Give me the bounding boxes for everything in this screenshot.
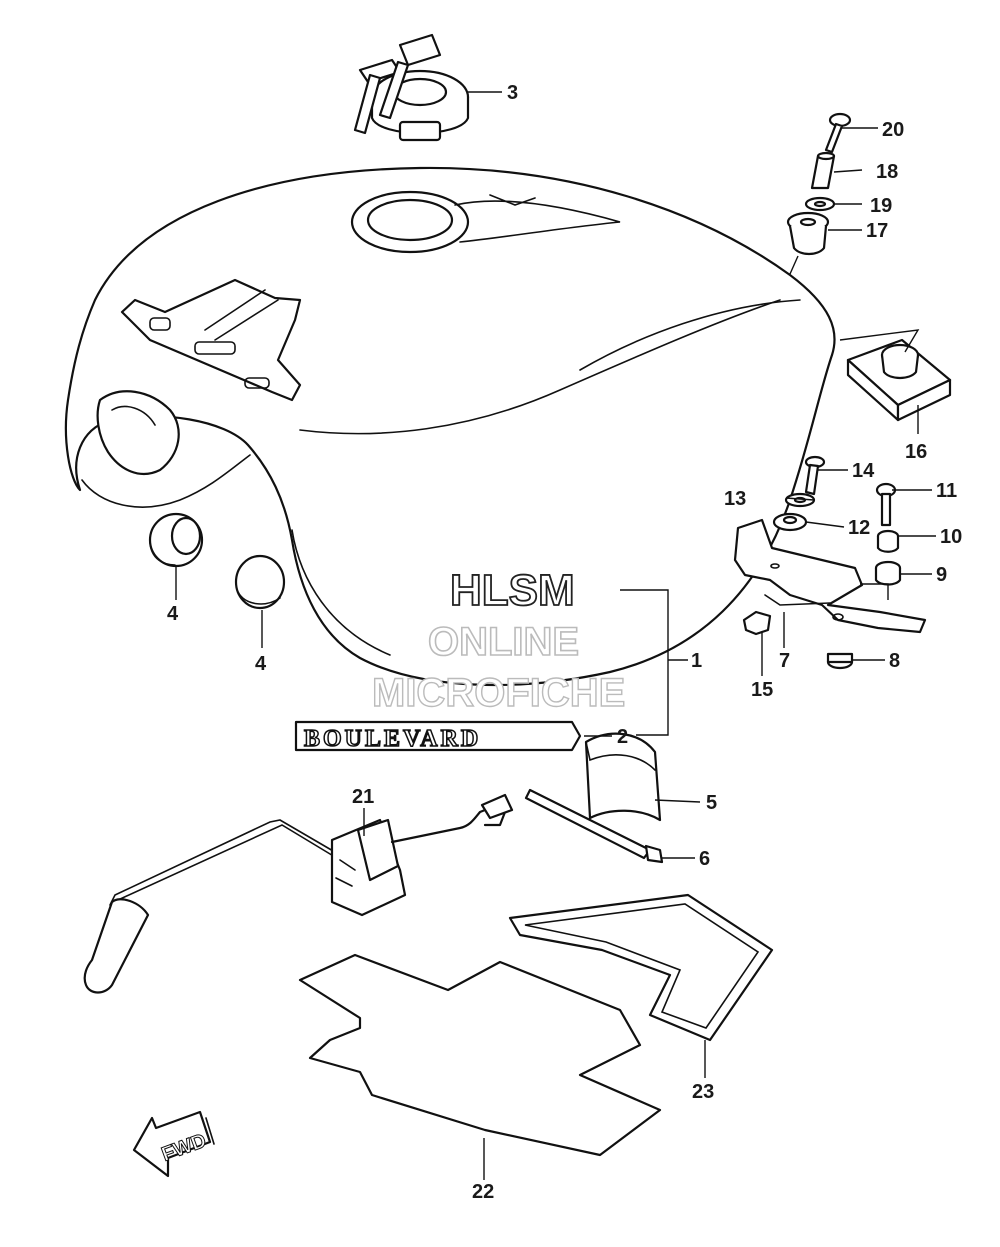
grommet-4a <box>148 512 204 568</box>
seal-frame-23 <box>508 893 774 1042</box>
callout-7: 7 <box>779 650 790 672</box>
boulevard-emblem: BOULEVARD <box>294 720 582 753</box>
callout-17: 17 <box>866 220 888 242</box>
callout-5: 5 <box>706 792 717 814</box>
leader-lines <box>175 91 936 1180</box>
sheet-22 <box>298 953 662 1157</box>
callout-4b: 4 <box>255 653 267 675</box>
callout-18: 18 <box>876 161 898 183</box>
collar-18 <box>810 151 836 190</box>
emblem-text: BOULEVARD <box>304 726 481 752</box>
callout-3: 3 <box>507 82 518 104</box>
watermark-line-2: ONLINE <box>428 620 579 664</box>
watermark-line-3: MICROFICHE <box>372 671 625 715</box>
callout-15: 15 <box>751 679 773 701</box>
fwd-direction-arrow: FWD <box>132 1110 215 1178</box>
callout-21: 21 <box>352 786 374 808</box>
damper-5 <box>584 732 662 822</box>
callout-12: 12 <box>848 517 870 539</box>
callout-19: 19 <box>870 195 892 217</box>
watermark: HLSM ONLINE MICROFICHE <box>371 565 626 716</box>
bolt-14 <box>804 455 826 496</box>
nut-15 <box>742 610 772 636</box>
grommet-12 <box>772 512 808 532</box>
fuel-cap-assembly <box>353 33 470 142</box>
callout-6: 6 <box>699 848 710 870</box>
cap-4b <box>234 554 286 610</box>
bracket-7 <box>733 518 927 634</box>
callout-8: 8 <box>889 650 900 672</box>
callout-22: 22 <box>472 1181 494 1203</box>
cable-tie-6 <box>524 788 664 864</box>
mount-block-16 <box>846 338 952 422</box>
callout-2: 2 <box>617 726 628 748</box>
callout-13: 13 <box>724 488 746 510</box>
cushion-9 <box>874 560 902 586</box>
callout-1: 1 <box>691 650 702 672</box>
callout-20: 20 <box>882 119 904 141</box>
collar-10 <box>876 529 900 553</box>
callout-9: 9 <box>936 564 947 586</box>
watermark-line-1: HLSM <box>450 566 575 615</box>
bolt-20 <box>824 112 852 154</box>
callout-11: 11 <box>936 480 957 502</box>
cushion-17 <box>786 211 830 256</box>
washer-19 <box>804 196 836 212</box>
callout-10: 10 <box>940 526 962 548</box>
fuel-tank <box>64 166 836 687</box>
callout-14: 14 <box>852 460 875 482</box>
callout-23: 23 <box>692 1081 714 1103</box>
nut-8 <box>826 652 854 670</box>
callout-4a: 4 <box>167 603 179 625</box>
fuel-level-gauge-21 <box>83 793 514 994</box>
callout-16: 16 <box>905 441 927 463</box>
callout-labels: 1 2 3 4 4 5 6 7 8 9 10 11 12 13 14 15 16… <box>167 82 962 1203</box>
